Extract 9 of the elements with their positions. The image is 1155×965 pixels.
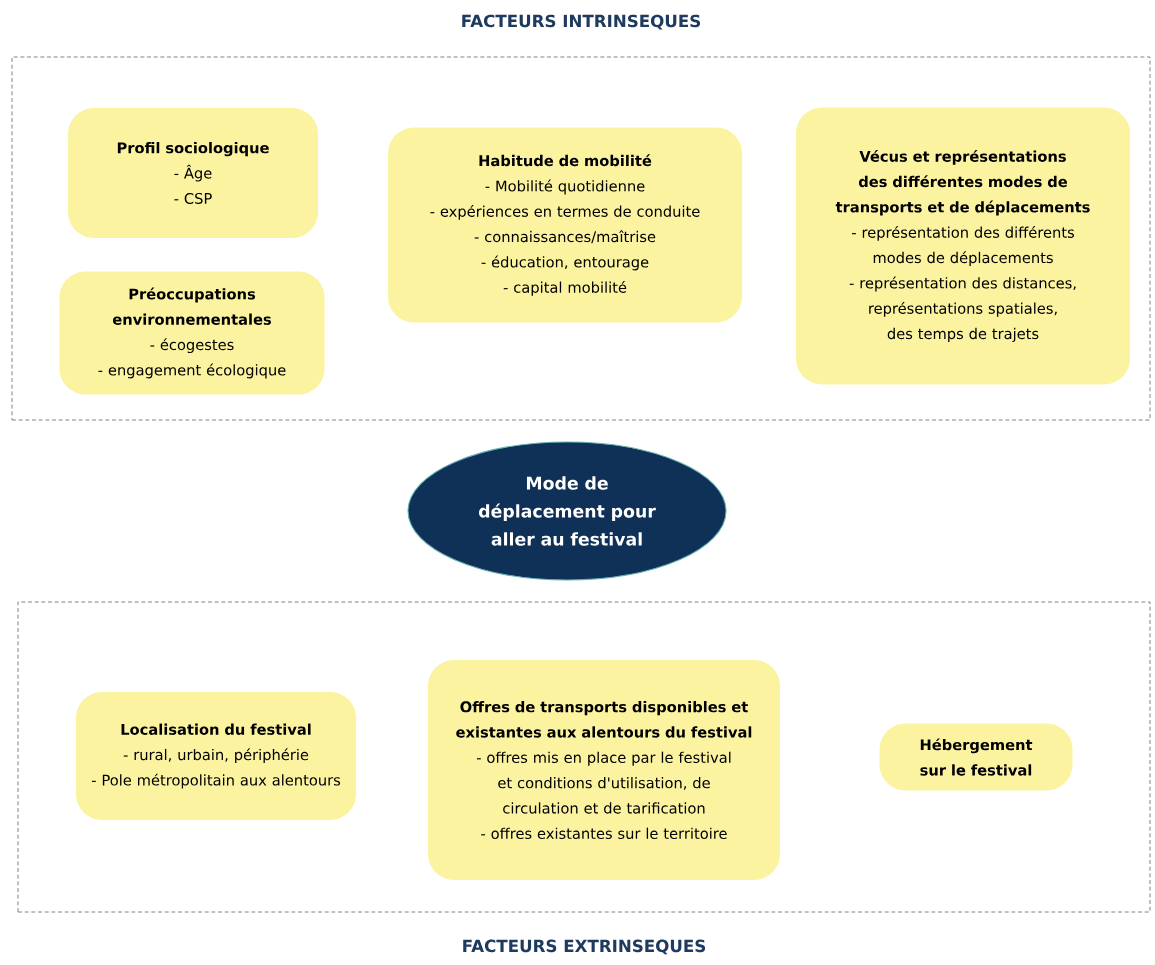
factor-box: Hébergement sur le festival [879,723,1073,791]
factor-box: Vécus et représentations des différentes modes de transports et de déplacements - représentation des différents modes de déplacements - représentation des distances, représentations spatiales, des temps de trajets [796,107,1130,385]
node-label: FACTEURS INTRINSEQUES [462,14,701,30]
factor-box: Offres de transports disponibles et existantes aux alentours du festival - offres mis en place par le festival et conditions d'utilisation, de circulation et de tarification - offres existantes sur le territoire [428,660,780,880]
factor-box: Profil sociologique - Âge - CSP [68,108,318,238]
factor-box: Habitude de mobilité - Mobilité quotidienne - expériences en termes de conduite - connaissances/maîtrise - éducation, entourage - capital mobilité [388,127,742,323]
factor-box: Localisation du festival - rural, urbain, périphérie - Pole métropolitain aux alentours [76,692,356,820]
node-label: FACTEURS EXTRINSEQUES [463,939,706,955]
factor-box: Préoccupations environnementales - écogestes - engagement écologique [59,271,325,395]
